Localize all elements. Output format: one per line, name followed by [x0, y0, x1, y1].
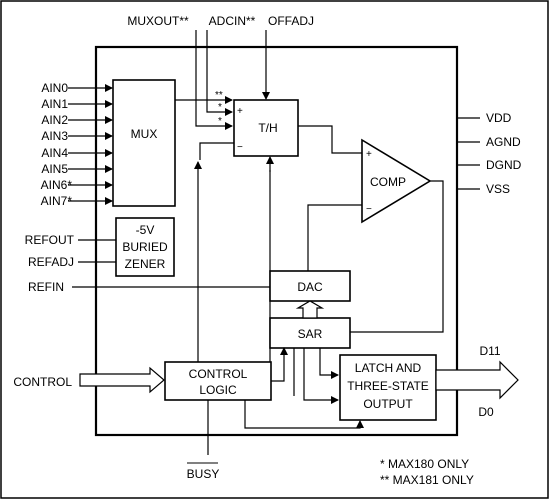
ain0-label: AIN0: [41, 81, 68, 95]
mux-block: [112, 79, 176, 207]
control-to-sar-wire: [271, 347, 288, 382]
control-to-latch-wire: [244, 400, 364, 429]
zener-block: [115, 217, 175, 277]
sar-to-dac-bus: [295, 300, 325, 319]
muxout-wire: [195, 30, 233, 104]
ain6-label: AIN6*: [41, 178, 73, 192]
th-minus-sign: −: [237, 142, 243, 153]
sar-to-latch-wire-2: [303, 348, 339, 404]
dac-to-comp-wire: [307, 204, 362, 271]
sar-block: [269, 317, 351, 349]
footnote-max180: * MAX180 ONLY: [380, 457, 469, 471]
footnote-max181: ** MAX181 ONLY: [380, 473, 474, 487]
th-to-comp-wire: [298, 125, 362, 154]
control-logic-label-line2: LOGIC: [199, 383, 237, 397]
ain2-label: AIN2: [41, 113, 68, 127]
th-minus-wire: [199, 142, 234, 160]
mux-label: MUX: [131, 127, 158, 141]
control-label: CONTROL: [13, 375, 72, 389]
comp-block: [361, 138, 432, 224]
refin-label: REFIN: [28, 280, 64, 294]
vss-label: VSS: [486, 182, 510, 196]
star-mark-2: *: [218, 116, 222, 127]
busy-label: BUSY: [187, 467, 220, 481]
ain-input-lines: [68, 84, 113, 205]
th-label: T/H: [258, 121, 277, 135]
comp-minus-sign: −: [366, 204, 372, 215]
zener-label-line1: -5V: [136, 223, 155, 237]
ain4-label: AIN4: [41, 146, 68, 160]
adcin-label: ADCIN**: [209, 14, 256, 28]
d0-label: D0: [478, 405, 494, 419]
comp-label: COMP: [370, 175, 406, 189]
dac-label: DAC: [297, 280, 323, 294]
offadj-label: OFFADJ: [268, 14, 314, 28]
control-input-bus: [79, 366, 165, 394]
comp-to-sar-wire: [350, 180, 444, 333]
comp-plus-sign: +: [366, 149, 372, 160]
dac-block: [269, 270, 351, 302]
refadj-label: REFADJ: [28, 255, 74, 269]
adcin-wire: [206, 30, 233, 116]
output-bus: [435, 360, 519, 400]
mux-to-th-wire: [195, 100, 233, 130]
latch-label-line1: LATCH AND: [355, 361, 422, 375]
th-plus-sign: +: [237, 106, 243, 117]
ain7-label: AIN7*: [41, 194, 73, 208]
chip-outline: [94, 45, 459, 437]
ain3-label: AIN3: [41, 129, 68, 143]
latch-label-line2: THREE-STATE: [347, 379, 429, 393]
refout-label: REFOUT: [25, 233, 75, 247]
control-logic-label-line1: CONTROL: [189, 367, 248, 381]
zener-label-line3: ZENER: [125, 257, 166, 271]
ain1-label: AIN1: [41, 97, 68, 111]
sar-label: SAR: [298, 327, 323, 341]
zener-label-line2: BURIED: [122, 240, 168, 254]
d11-label: D11: [479, 344, 500, 358]
double-star-mark: **: [215, 90, 223, 101]
latch-label-line3: OUTPUT: [363, 397, 413, 411]
dgnd-label: DGND: [486, 158, 522, 172]
agnd-label: AGND: [486, 135, 521, 149]
star-mark-1: *: [218, 102, 222, 113]
ain5-label: AIN5: [41, 162, 68, 176]
muxout-label: MUXOUT**: [127, 14, 189, 28]
sar-to-latch-wire: [319, 348, 339, 379]
vdd-label: VDD: [486, 111, 512, 125]
